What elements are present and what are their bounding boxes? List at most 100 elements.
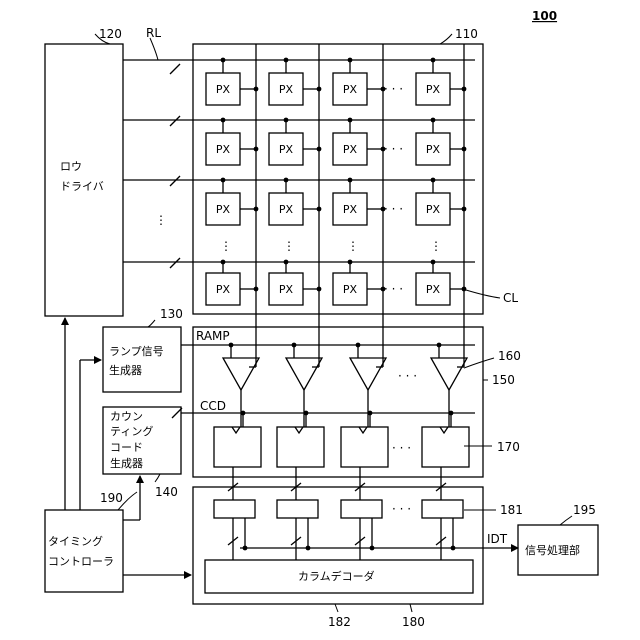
comparator (350, 358, 386, 390)
junction-dot (431, 178, 436, 183)
ref-182: 182 (328, 615, 351, 629)
pixel-label: PX (279, 143, 294, 156)
junction-dot (356, 343, 361, 348)
junction-dot (462, 87, 467, 92)
signal-proc-label: 信号処理部 (525, 543, 580, 557)
readout-columns: · · · · · · · · · (214, 343, 469, 560)
counting-label-1: カウン (110, 410, 143, 423)
comparator (223, 358, 259, 390)
pixel-label: PX (279, 283, 294, 296)
counter (214, 427, 261, 467)
junction-dot (229, 343, 234, 348)
pixel-label: PX (216, 83, 231, 96)
label-ccd: CCD (200, 399, 226, 413)
label-idt: IDT (487, 532, 508, 546)
ref-120: 120 (99, 27, 122, 41)
junction-dot (449, 411, 454, 416)
comparator (431, 358, 467, 390)
label-ramp: RAMP (196, 329, 230, 343)
clock-mark (295, 427, 303, 433)
junction-dot (254, 147, 259, 152)
latch (422, 500, 463, 518)
clock-mark (359, 427, 367, 433)
junction-dot (284, 118, 289, 123)
pixel-label: PX (216, 143, 231, 156)
junction-dot (317, 207, 322, 212)
ref-181: 181 (500, 503, 523, 517)
pixel-label: PX (426, 283, 441, 296)
junction-dot (254, 287, 259, 292)
junction-dot (221, 58, 226, 63)
junction-dot (437, 343, 442, 348)
pixel-cells: PX PX PX PX · · · PX PX PX PX · · · PX PX PX PX · · · P… (206, 58, 466, 305)
pixel-row-dots: · · · (384, 202, 403, 216)
counter-dots: · · · (392, 441, 411, 455)
junction-dot (368, 411, 373, 416)
junction-dot (284, 178, 289, 183)
pixel-label: PX (343, 143, 358, 156)
label-rl: RL (146, 26, 161, 40)
junction-dot (254, 87, 259, 92)
ref-190: 190 (100, 491, 123, 505)
timing-controller-block (45, 510, 123, 592)
ref-180: 180 (402, 615, 425, 629)
pixel-col-dots: ⋮ (220, 239, 232, 253)
ref-130: 130 (160, 307, 183, 321)
latch-dots: · · · (392, 502, 411, 516)
pixel-row-dots: · · · (384, 142, 403, 156)
label-cl: CL (503, 291, 518, 305)
column-block (193, 487, 483, 604)
ramp-gen-label-2: 生成器 (109, 363, 142, 377)
junction-dot (317, 287, 322, 292)
pixel-label: PX (426, 203, 441, 216)
junction-dot (462, 147, 467, 152)
junction-dot (348, 118, 353, 123)
junction-dot (284, 58, 289, 63)
ref-195: 195 (573, 503, 596, 517)
counter (341, 427, 388, 467)
pixel-label: PX (279, 83, 294, 96)
junction-dot (431, 58, 436, 63)
row-driver-label-1: ロウ (60, 160, 82, 173)
leader-lines (95, 34, 572, 612)
pixel-col-dots: ⋮ (430, 239, 442, 253)
ref-150: 150 (492, 373, 515, 387)
ref-110: 110 (455, 27, 478, 41)
timing-label-1: タイミング (48, 534, 103, 548)
latch (341, 500, 382, 518)
junction-dot (462, 287, 467, 292)
counting-label-4: 生成器 (110, 456, 143, 470)
junction-dot (348, 178, 353, 183)
pixel-row-dots: · · · (384, 282, 403, 296)
junction-dot (292, 343, 297, 348)
counter (277, 427, 324, 467)
pixel-label: PX (426, 143, 441, 156)
pixel-label: PX (343, 283, 358, 296)
row-vdots: ⋮ (155, 213, 167, 227)
junction-dot (317, 87, 322, 92)
column-decoder-label: カラムデコーダ (298, 569, 375, 583)
latch (214, 500, 255, 518)
junction-dot (317, 147, 322, 152)
row-lines (123, 60, 475, 268)
pixel-label: PX (216, 203, 231, 216)
pixel-col-dots: ⋮ (347, 239, 359, 253)
ramp-generator-block (103, 327, 181, 392)
junction-dot (431, 118, 436, 123)
ref-170: 170 (497, 440, 520, 454)
comparator-dots: · · · (398, 369, 417, 383)
counter (422, 427, 469, 467)
junction-dot (221, 260, 226, 265)
junction-dot (304, 411, 309, 416)
counting-label-2: ティング (110, 424, 153, 438)
junction-dot (254, 207, 259, 212)
junction-dot (431, 260, 436, 265)
pixel-label: PX (279, 203, 294, 216)
junction-dot (348, 260, 353, 265)
pixel-col-dots: ⋮ (283, 239, 295, 253)
pixel-label: PX (343, 83, 358, 96)
pixel-label: PX (343, 203, 358, 216)
junction-dot (241, 411, 246, 416)
junction-dot (221, 118, 226, 123)
